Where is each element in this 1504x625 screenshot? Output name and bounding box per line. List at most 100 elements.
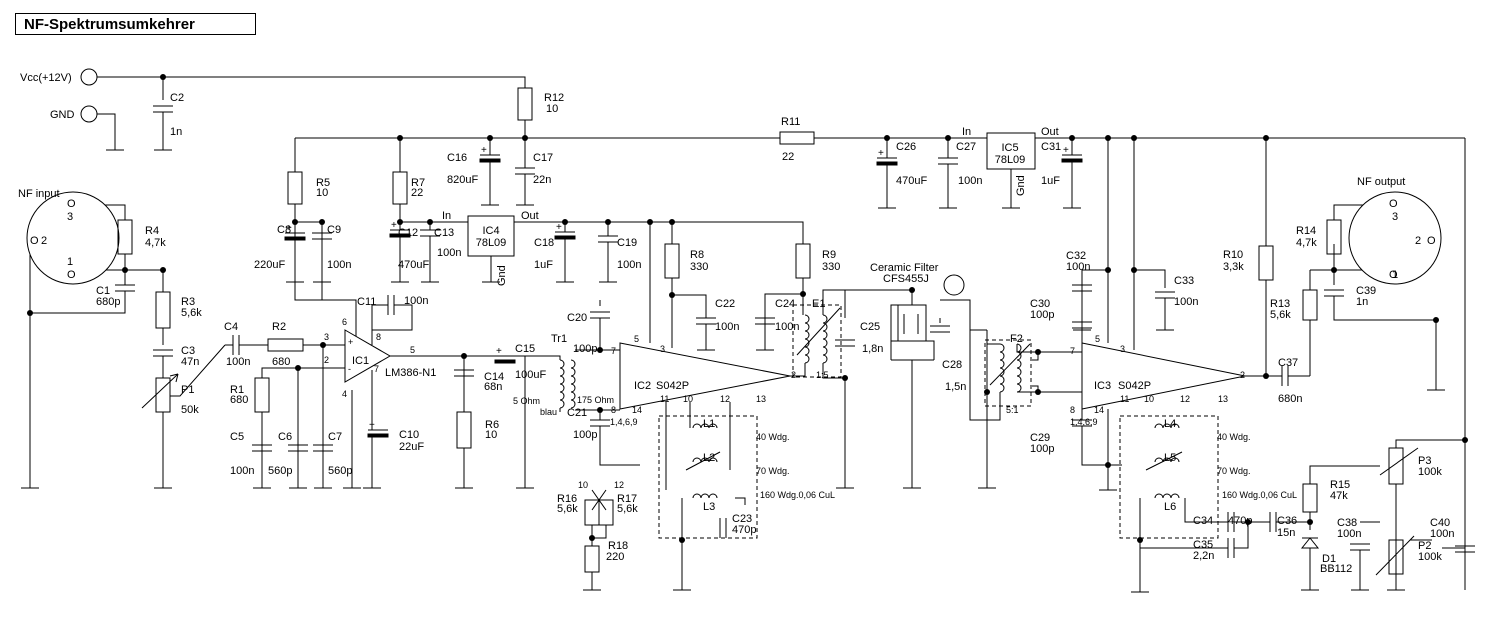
label-c3: C3 bbox=[181, 345, 195, 357]
label-p1: P1 bbox=[181, 384, 194, 396]
inductor bbox=[692, 493, 718, 499]
pin-3: 3 bbox=[67, 211, 73, 223]
l1-l3-filter-can bbox=[658, 415, 758, 539]
label-c11: C11 bbox=[357, 296, 376, 308]
electrolytic-plate bbox=[284, 236, 306, 241]
pin-label: 8 bbox=[611, 405, 616, 415]
junction-dot bbox=[884, 135, 890, 141]
wire bbox=[891, 340, 935, 361]
label-w40b: 40 Wdg. bbox=[1217, 432, 1251, 442]
capacitor bbox=[153, 105, 173, 113]
capacitor bbox=[930, 325, 950, 333]
wire bbox=[1081, 426, 1122, 466]
label-out1: Out bbox=[521, 210, 539, 222]
wire bbox=[822, 289, 846, 318]
label-r18v: 220 bbox=[606, 551, 624, 563]
junction-dot bbox=[1331, 267, 1337, 273]
pin-o: O bbox=[67, 269, 76, 281]
pin-label: 11 bbox=[1120, 394, 1129, 404]
label-c24: C24 bbox=[775, 298, 795, 310]
junction-dot bbox=[945, 135, 951, 141]
pin-label: + bbox=[348, 337, 353, 347]
inductor bbox=[822, 314, 828, 364]
nf-input-label: NF input bbox=[18, 188, 60, 200]
ic4-regulator bbox=[467, 215, 515, 257]
label-c12: C12 bbox=[398, 227, 418, 239]
label-c22: C22 bbox=[715, 298, 735, 310]
label-c22v: 100n bbox=[715, 321, 739, 333]
label-p3v: 100k bbox=[1418, 466, 1442, 478]
electrolytic-plate bbox=[479, 158, 501, 163]
label-c33: C33 bbox=[1174, 275, 1194, 287]
label-p3: P3 bbox=[1418, 455, 1431, 467]
junction-dot bbox=[122, 267, 128, 273]
label-c14: C14 bbox=[484, 371, 504, 383]
capacitor bbox=[420, 229, 440, 237]
capacitor bbox=[1455, 545, 1475, 553]
label-c32: C32 bbox=[1066, 250, 1086, 262]
junction-dot bbox=[319, 219, 325, 225]
junction-dot bbox=[800, 291, 806, 297]
label-c33v: 100n bbox=[1174, 296, 1198, 308]
junction-dot bbox=[562, 219, 568, 225]
resistor bbox=[1388, 539, 1404, 575]
label-r3v: 5,6k bbox=[181, 307, 202, 319]
ceramic-filter bbox=[897, 304, 927, 342]
label-c2: C2 bbox=[170, 92, 184, 104]
label-c36: C36 bbox=[1277, 515, 1297, 527]
wire bbox=[372, 304, 413, 331]
label-c6v: 560p bbox=[268, 465, 292, 477]
pin-label: 5 bbox=[634, 334, 639, 344]
junction-dot bbox=[679, 537, 685, 543]
label-cft: CFS455J bbox=[883, 273, 929, 285]
resistor bbox=[1302, 289, 1318, 321]
inductor bbox=[804, 314, 810, 364]
junction-dot bbox=[1105, 267, 1111, 273]
label-c15: C15 bbox=[515, 343, 535, 355]
label-r12: R12 bbox=[544, 92, 564, 104]
label-c37v: 680n bbox=[1278, 393, 1302, 405]
label-c23: C23 bbox=[732, 513, 752, 525]
wire bbox=[599, 426, 640, 466]
wire bbox=[1395, 439, 1465, 448]
junction-dot bbox=[909, 287, 915, 293]
label-c27: C27 bbox=[956, 141, 976, 153]
pin-3: 3 bbox=[1392, 211, 1398, 223]
resistor bbox=[517, 87, 533, 121]
label-c34: C34 bbox=[1193, 515, 1213, 527]
inductor bbox=[570, 359, 576, 409]
label-c35: C35 bbox=[1193, 539, 1213, 551]
pin-o: O bbox=[1389, 198, 1398, 210]
label-c18: C18 bbox=[534, 237, 554, 249]
junction-dot bbox=[27, 310, 33, 316]
wire bbox=[940, 299, 987, 331]
tuning-arrow bbox=[989, 343, 1031, 386]
tuning-arrow bbox=[685, 451, 721, 471]
label-r11v: 22 bbox=[782, 151, 794, 163]
nf-input-connector bbox=[26, 191, 120, 285]
capacitor bbox=[1324, 289, 1344, 297]
resistor bbox=[155, 291, 171, 329]
inductor bbox=[1016, 343, 1022, 393]
ceramic-filter-symbol bbox=[943, 274, 965, 296]
label-tr1_blau: blau bbox=[540, 407, 557, 417]
resistor bbox=[795, 243, 811, 279]
label-d1v: BB112 bbox=[1320, 563, 1352, 575]
pin-label: 5 bbox=[1095, 334, 1100, 344]
gnd-label: GND bbox=[50, 109, 75, 121]
f2-filter-can bbox=[984, 339, 1032, 407]
electrolytic-plate bbox=[876, 161, 898, 166]
junction-dot bbox=[1069, 135, 1075, 141]
e1-filter-can bbox=[792, 304, 842, 378]
arrow-head bbox=[169, 373, 179, 383]
pin-label: 2 bbox=[1240, 370, 1245, 380]
pin-o: O bbox=[67, 198, 76, 210]
wire bbox=[591, 525, 607, 539]
pin-o: O bbox=[1389, 269, 1398, 281]
label-r2v: 680 bbox=[272, 356, 290, 368]
capacitor bbox=[387, 295, 395, 315]
inductor bbox=[1154, 493, 1180, 499]
pin-label: 7 bbox=[374, 364, 379, 374]
pin-label: 8 bbox=[376, 332, 381, 342]
